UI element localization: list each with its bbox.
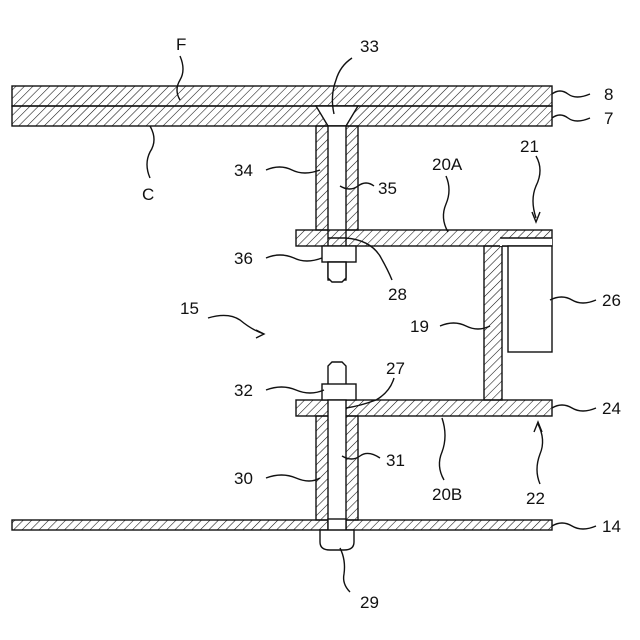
leader-21 — [533, 156, 540, 218]
bolt-31-through — [328, 519, 346, 531]
leader-14 — [552, 523, 596, 529]
label-15: 15 — [180, 299, 199, 318]
web-19 — [484, 246, 502, 400]
leader-7 — [552, 115, 590, 121]
label-14: 14 — [602, 517, 621, 536]
leader-26 — [550, 297, 596, 303]
bolt-35-tail — [328, 262, 346, 282]
label-35: 35 — [378, 179, 397, 198]
label-22: 22 — [526, 489, 545, 508]
label-F: F — [176, 35, 186, 54]
leader-20B — [439, 418, 445, 480]
plate-14 — [12, 520, 552, 530]
label-27: 27 — [386, 359, 405, 378]
leader-30 — [266, 475, 320, 481]
label-30: 30 — [234, 469, 253, 488]
label-29: 29 — [360, 593, 379, 612]
label-34: 34 — [234, 161, 253, 180]
arrow-15 — [256, 330, 264, 338]
label-20B: 20B — [432, 485, 462, 504]
leader-15 — [208, 315, 264, 334]
flange-20A-tip — [500, 238, 552, 246]
leader-24 — [552, 405, 596, 411]
leader-32 — [266, 387, 324, 393]
label-32: 32 — [234, 381, 253, 400]
bolt-head-29 — [320, 530, 354, 550]
leader-C — [147, 126, 154, 178]
label-31: 31 — [386, 451, 405, 470]
nut-36 — [322, 246, 356, 262]
label-28: 28 — [388, 285, 407, 304]
leader-19 — [440, 323, 490, 329]
label-20A: 20A — [432, 155, 463, 174]
leader-36 — [266, 255, 322, 261]
leader-29 — [340, 548, 350, 592]
leader-8 — [552, 91, 590, 97]
label-C: C — [142, 185, 154, 204]
leader-22 — [537, 424, 543, 484]
label-7: 7 — [604, 109, 613, 128]
nut-32 — [322, 384, 356, 400]
label-26: 26 — [602, 291, 621, 310]
panel-8 — [12, 86, 552, 106]
bolt-31 — [328, 400, 346, 530]
label-21: 21 — [520, 137, 539, 156]
leader-34 — [266, 167, 320, 173]
leader-20A — [443, 176, 449, 232]
label-19: 19 — [410, 317, 429, 336]
block-26 — [508, 246, 552, 352]
panel-7 — [12, 106, 552, 126]
label-8: 8 — [604, 85, 613, 104]
arrow-22 — [534, 422, 542, 432]
label-24: 24 — [602, 399, 621, 418]
label-33: 33 — [360, 37, 379, 56]
label-36: 36 — [234, 249, 253, 268]
